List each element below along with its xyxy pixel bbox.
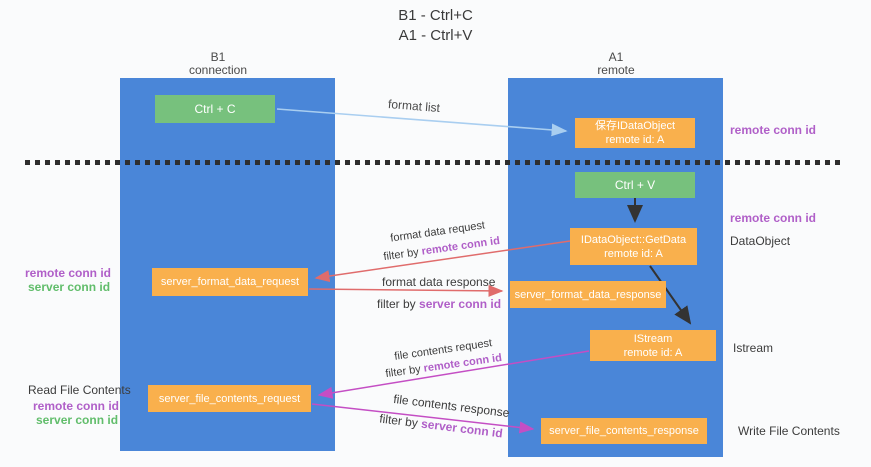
- remote-conn-id-right-top: remote conn id: [730, 123, 817, 137]
- save-idataobject-line2: remote id: A: [605, 134, 665, 146]
- lane-header-b1: B1 connection: [158, 51, 278, 77]
- remote-conn-id-left-bottom: remote conn id: [33, 399, 120, 413]
- remote-conn-id-left-mid: remote conn id: [25, 266, 112, 280]
- ctrl-c-box: Ctrl + C: [155, 95, 275, 123]
- server-file-contents-response-box: server_file_contents_response: [541, 418, 707, 444]
- dataobject-label: DataObject: [730, 234, 791, 248]
- server-format-data-request-box: server_format_data_request: [152, 268, 308, 296]
- ctrl-c-label: Ctrl + C: [194, 102, 236, 116]
- arrow-format-data-response: [308, 284, 504, 297]
- lane-a1-subtitle: remote: [597, 63, 635, 77]
- getdata-line1: IDataObject::GetData: [580, 233, 687, 246]
- lane-a1-title: A1: [608, 50, 624, 64]
- istream-box: IStream remote id: A: [590, 330, 716, 361]
- save-idataobject-box: 保存IDataObject remote id: A: [575, 118, 695, 148]
- filter-by-text: filter by: [378, 411, 419, 431]
- read-file-contents-label: Read File Contents: [28, 383, 131, 397]
- istream-side-label: Istream: [733, 341, 774, 355]
- server-conn-id-text: server conn id: [420, 416, 504, 441]
- server-format-data-response-label: server_format_data_response: [514, 288, 662, 301]
- filter-by-text: filter by: [384, 363, 422, 381]
- istream-line1: IStream: [633, 332, 673, 345]
- save-idataobject-line1: 保存IDataObject: [594, 120, 676, 132]
- istream-line2: remote id: A: [623, 346, 683, 359]
- remote-conn-id-right-mid: remote conn id: [730, 211, 817, 225]
- server-conn-id-left-mid: server conn id: [28, 280, 111, 294]
- server-conn-id-left-bottom: server conn id: [36, 413, 119, 427]
- server-format-data-response-box: server_format_data_response: [510, 281, 666, 308]
- filter-by-server-conn-id-label-1: filter by server conn id: [377, 297, 501, 311]
- lane-header-a1: A1 remote: [556, 51, 676, 77]
- server-file-contents-request-label: server_file_contents_request: [158, 392, 301, 405]
- diagram-title: B1 - Ctrl+C A1 - Ctrl+V: [0, 6, 871, 46]
- server-file-contents-response-label: server_file_contents_response: [549, 425, 699, 437]
- format-data-response-label: format data response: [382, 275, 496, 289]
- idataobject-getdata-box: IDataObject::GetData remote id: A: [570, 228, 697, 265]
- filter-by-text: filter by: [382, 246, 420, 264]
- section-divider-dashed-line: [25, 160, 843, 165]
- getdata-line2: remote id: A: [604, 247, 663, 260]
- lane-b1-title: B1: [210, 50, 226, 64]
- server-conn-id-text: server conn id: [419, 297, 502, 311]
- format-list-label: format list: [387, 96, 441, 116]
- title-line-1: B1 - Ctrl+C: [398, 7, 473, 24]
- write-file-contents-label: Write File Contents: [738, 424, 840, 438]
- server-format-data-request-label: server_format_data_request: [160, 276, 300, 288]
- server-file-contents-request-box: server_file_contents_request: [148, 385, 311, 412]
- ctrl-v-label: Ctrl + V: [614, 178, 656, 192]
- lane-b1-subtitle: connection: [188, 63, 248, 77]
- title-line-2: A1 - Ctrl+V: [398, 27, 473, 44]
- filter-by-text: filter by: [377, 297, 416, 311]
- ctrl-v-box: Ctrl + V: [575, 172, 695, 198]
